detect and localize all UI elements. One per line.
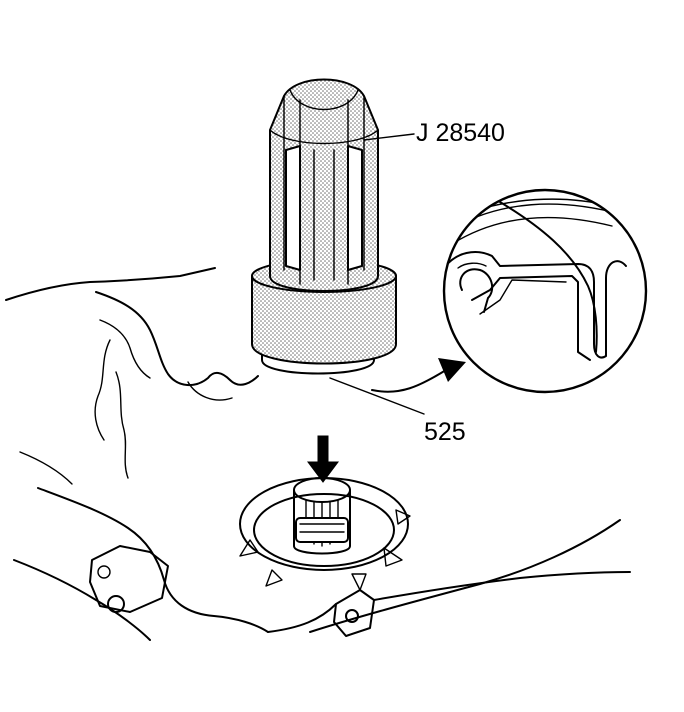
transaxle-housing	[5, 267, 631, 641]
tool-callout-label: J 28540	[416, 119, 505, 147]
install-direction-arrow	[307, 435, 339, 483]
housing-lower-sweep	[37, 487, 269, 633]
seal-installer-tool	[251, 78, 397, 375]
housing-left-flange	[5, 267, 216, 301]
shaft-body	[293, 489, 351, 555]
seal-callout-label: 525	[424, 418, 466, 446]
seal-leader-line	[329, 377, 425, 415]
detail-pointer-arrowhead	[438, 358, 466, 382]
axle-shaft-bore	[239, 477, 411, 591]
seal-cross-section	[444, 251, 627, 359]
housing-upper-ribs	[95, 291, 259, 386]
detail-pointer-arrow	[371, 369, 447, 393]
tool-leader-line	[363, 133, 415, 141]
seal-detail-view	[442, 188, 648, 394]
